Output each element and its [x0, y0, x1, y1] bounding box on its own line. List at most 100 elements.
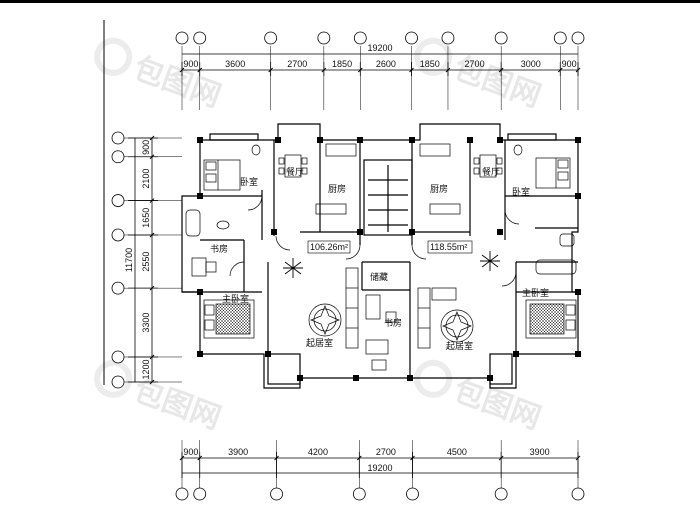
bottom-segment-label: 4200	[308, 447, 328, 457]
top-axis-bubble	[441, 31, 455, 45]
furniture-group	[185, 143, 577, 371]
top-segment-label: 1850	[420, 59, 440, 69]
toilet-icon	[216, 220, 230, 230]
watermark-logo-icon	[94, 37, 133, 76]
left-axis-bubble	[111, 228, 125, 242]
room-label-dining-left: 餐厅	[286, 166, 304, 178]
bottom-total-label: 19200	[367, 463, 392, 473]
left-axis-bubble	[111, 131, 125, 145]
top-segment-label: 2600	[376, 59, 396, 69]
watermark-logo-icon	[94, 359, 133, 398]
watermark-text-1: 包图网	[129, 51, 226, 115]
top-segment-label: 2700	[465, 59, 485, 69]
top-segment-label: 900	[183, 59, 198, 69]
rug-icon	[440, 309, 474, 343]
balcony-bottom-left	[267, 353, 301, 385]
top-segment-label: 3000	[521, 59, 541, 69]
chair-icon	[205, 261, 217, 273]
chair-icon	[371, 359, 387, 371]
top-axis-bubble	[193, 31, 207, 45]
area-box-left	[307, 240, 351, 254]
bottom-axis-bubble	[494, 487, 508, 501]
left-axis-bubble	[111, 281, 125, 295]
room-label-dining-right: 餐厅	[482, 166, 500, 178]
area-label-left: 106.26m²	[310, 242, 348, 252]
top-total-label: 19200	[367, 43, 392, 53]
sink-icon	[559, 233, 575, 247]
left-axis-bubble	[111, 150, 125, 164]
bottom-segment-label: 2700	[376, 447, 396, 457]
area-box-right	[427, 240, 473, 254]
watermark-logo-icon	[414, 359, 453, 398]
kitchen-counter	[325, 143, 357, 157]
top-axis-bubble	[405, 31, 418, 45]
room-label-kitchen-right: 厨房	[430, 183, 448, 195]
top-segment-label: 3600	[225, 59, 245, 69]
left-total-label: 11700	[124, 248, 134, 272]
bed-icon	[535, 157, 571, 189]
watermark-text-3: 包图网	[129, 373, 226, 437]
bed-icon	[203, 299, 255, 339]
door-swing	[504, 209, 520, 225]
top-border-bar	[0, 0, 700, 3]
balcony-top-right	[507, 133, 557, 141]
chair-icon	[385, 311, 397, 323]
bottom-axis-bubble	[175, 487, 189, 501]
rug-icon	[308, 303, 342, 337]
top-axis-bubble	[553, 31, 567, 45]
room-label-master-right: 主卧室	[522, 287, 549, 299]
sofa-set-icon	[345, 267, 359, 349]
bottom-axis-bubble	[571, 487, 585, 501]
building-walls	[181, 123, 579, 389]
balcony-top-left	[209, 133, 259, 141]
desk-icon	[191, 257, 207, 277]
bottom-segment-label: 3900	[228, 447, 248, 457]
toilet-icon	[251, 144, 261, 156]
toilet-icon	[513, 144, 523, 156]
kitchen-counter	[315, 203, 347, 215]
top-axis-bubble	[264, 31, 278, 45]
watermark-text-4: 包图网	[449, 373, 546, 437]
left-segment-label: 1200	[141, 359, 151, 379]
bottom-segment-label: 4500	[447, 447, 467, 457]
kitchen-counter	[419, 143, 451, 157]
room-label-kitchen-left: 厨房	[328, 183, 346, 195]
left-axis-bubble	[111, 194, 125, 207]
room-label-study-left: 书房	[210, 243, 228, 255]
door-swing	[501, 271, 517, 287]
door-swing	[345, 244, 361, 260]
bookshelf-icon	[365, 294, 381, 320]
plant-icon	[480, 251, 500, 271]
top-axis-bubble	[175, 31, 189, 45]
bottom-axis-bubble	[270, 487, 283, 501]
kitchen-counter	[429, 203, 461, 215]
left-segment-label: 3300	[141, 313, 151, 333]
bottom-axis-bubble	[406, 487, 419, 501]
bottom-axis-bubble	[193, 487, 207, 501]
area-label-right: 118.55m²	[430, 242, 467, 252]
bed-icon	[525, 299, 577, 339]
plant-icon	[283, 258, 303, 278]
top-outer-wall	[200, 123, 510, 141]
door-swing	[229, 261, 245, 277]
top-axis-bubble	[494, 31, 508, 45]
balcony-bottom-right	[489, 353, 513, 385]
top-segment-label: 900	[562, 59, 577, 69]
left-segment-label: 1650	[141, 208, 151, 228]
left-segment-label: 900	[141, 140, 151, 155]
door-swing	[275, 235, 291, 251]
sofa-icon	[365, 339, 389, 355]
sofa-set-icon	[417, 287, 457, 349]
top-axis-bubble	[317, 31, 331, 45]
room-label-storage: 储藏	[370, 271, 388, 283]
room-label-bedroom-right: 卧室	[512, 186, 530, 198]
bathtub-icon	[185, 209, 201, 237]
bottom-segment-label: 3900	[530, 447, 550, 457]
left-axis-bubble	[111, 375, 125, 389]
top-axis-bubble	[353, 31, 367, 45]
area-labels: 106.26m² 118.55m²	[307, 240, 473, 254]
